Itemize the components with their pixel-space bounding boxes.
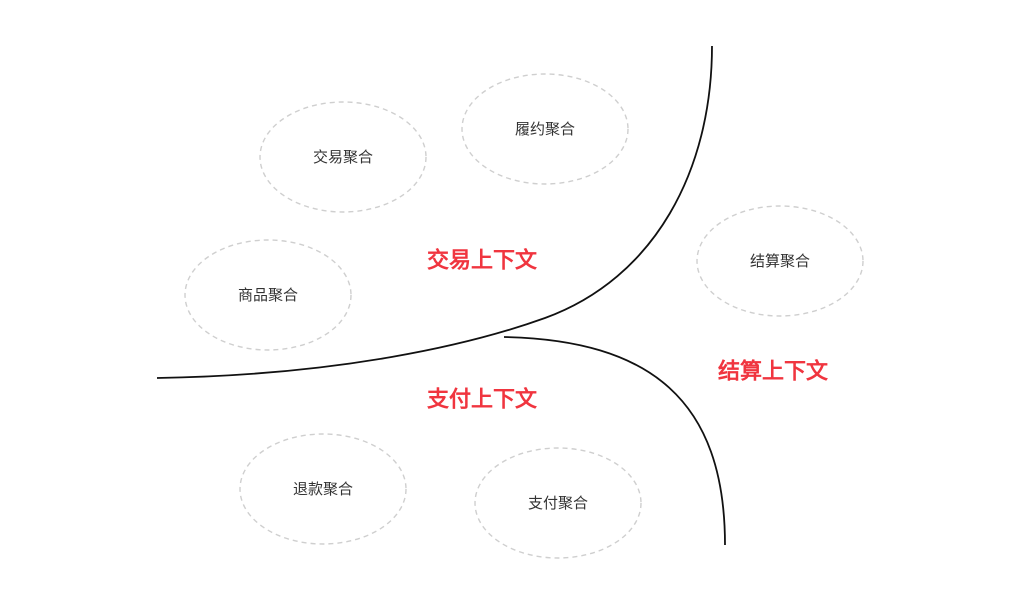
aggregate-label: 支付聚合 (528, 494, 588, 512)
aggregate-oval (696, 205, 864, 317)
aggregate-oval (239, 433, 407, 545)
aggregate-label: 退款聚合 (293, 480, 353, 498)
trade-context-label: 交易上下文 (427, 248, 538, 274)
aggregate-fulfillment: 履约聚合 (461, 73, 629, 185)
trade-payment-boundary-line (156, 45, 713, 379)
aggregate-payment: 支付聚合 (474, 447, 642, 559)
aggregate-product: 商品聚合 (184, 239, 352, 351)
aggregate-label: 商品聚合 (238, 286, 298, 304)
aggregate-oval (259, 101, 427, 213)
payment-settlement-boundary-line (503, 336, 726, 546)
aggregate-oval (461, 73, 629, 185)
aggregate-oval (474, 447, 642, 559)
payment-context-label: 支付上下文 (427, 387, 538, 413)
aggregate-label: 交易聚合 (313, 148, 373, 166)
aggregate-label: 履约聚合 (515, 120, 575, 138)
aggregate-oval (184, 239, 352, 351)
aggregate-label: 结算聚合 (750, 252, 810, 270)
aggregate-settlement: 结算聚合 (696, 205, 864, 317)
aggregate-refund: 退款聚合 (239, 433, 407, 545)
aggregate-trade: 交易聚合 (259, 101, 427, 213)
settlement-context-label: 结算上下文 (718, 359, 829, 385)
